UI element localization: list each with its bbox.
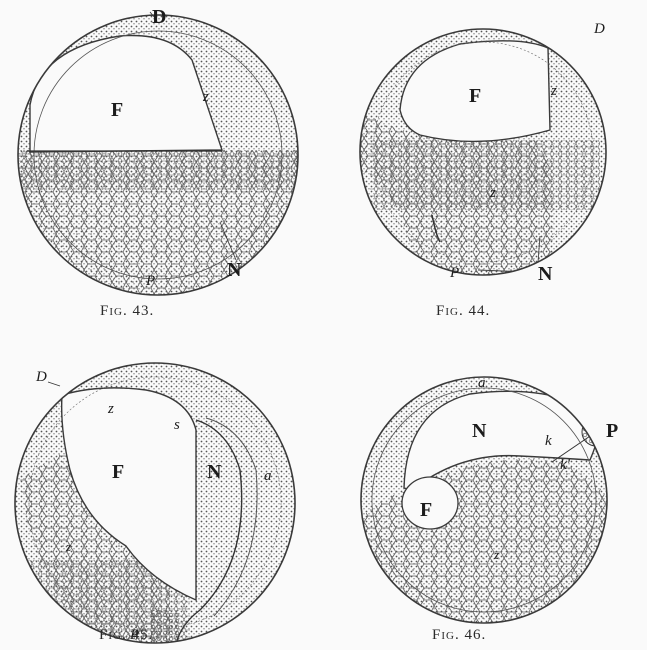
figure-43-drawing [15,15,305,310]
figure-44-drawing [360,29,606,280]
fig43-label-z: z [203,90,209,105]
fig44-label-P: P [450,266,459,281]
fig46-caption: Fig. 46. [432,627,486,644]
fig43-caption: Fig. 43. [100,303,154,320]
fig45-label-s: s [174,418,180,433]
fig44-label-F: F [469,86,481,106]
fig45-label-a: a [264,469,272,484]
fig45-label-yolk-z: z [66,540,71,553]
fig43-label-P: P [146,274,155,289]
fig45-label-D: D [36,370,47,385]
fig44-caption: Fig. 44. [436,303,490,320]
fig45-label-N: N [207,462,221,482]
fig46-label-a: a [478,376,486,391]
fig44-label-z-upper: z [551,84,557,99]
fig46-label-k-prime: k' [560,458,570,473]
fig46-label-k: k [545,434,552,449]
fig44-label-z-lower: z [490,186,496,201]
fig43-label-D: D [152,7,166,27]
fig44-label-N: N [538,264,552,284]
fig45-label-z: z [108,402,114,417]
figure-46-drawing [360,377,612,640]
fig44-label-D: D [594,22,605,37]
fig45-label-F: F [112,462,124,482]
fig46-label-N: N [472,421,486,441]
figure-45-drawing [15,363,295,650]
fig43-label-F: F [111,100,123,120]
fig43-label-N: N [227,260,241,280]
fig46-label-F: F [420,500,432,520]
fig45-caption: Fig. 45. [99,627,153,644]
fig46-label-P: P [606,421,618,441]
fig46-label-z: z [494,548,499,561]
